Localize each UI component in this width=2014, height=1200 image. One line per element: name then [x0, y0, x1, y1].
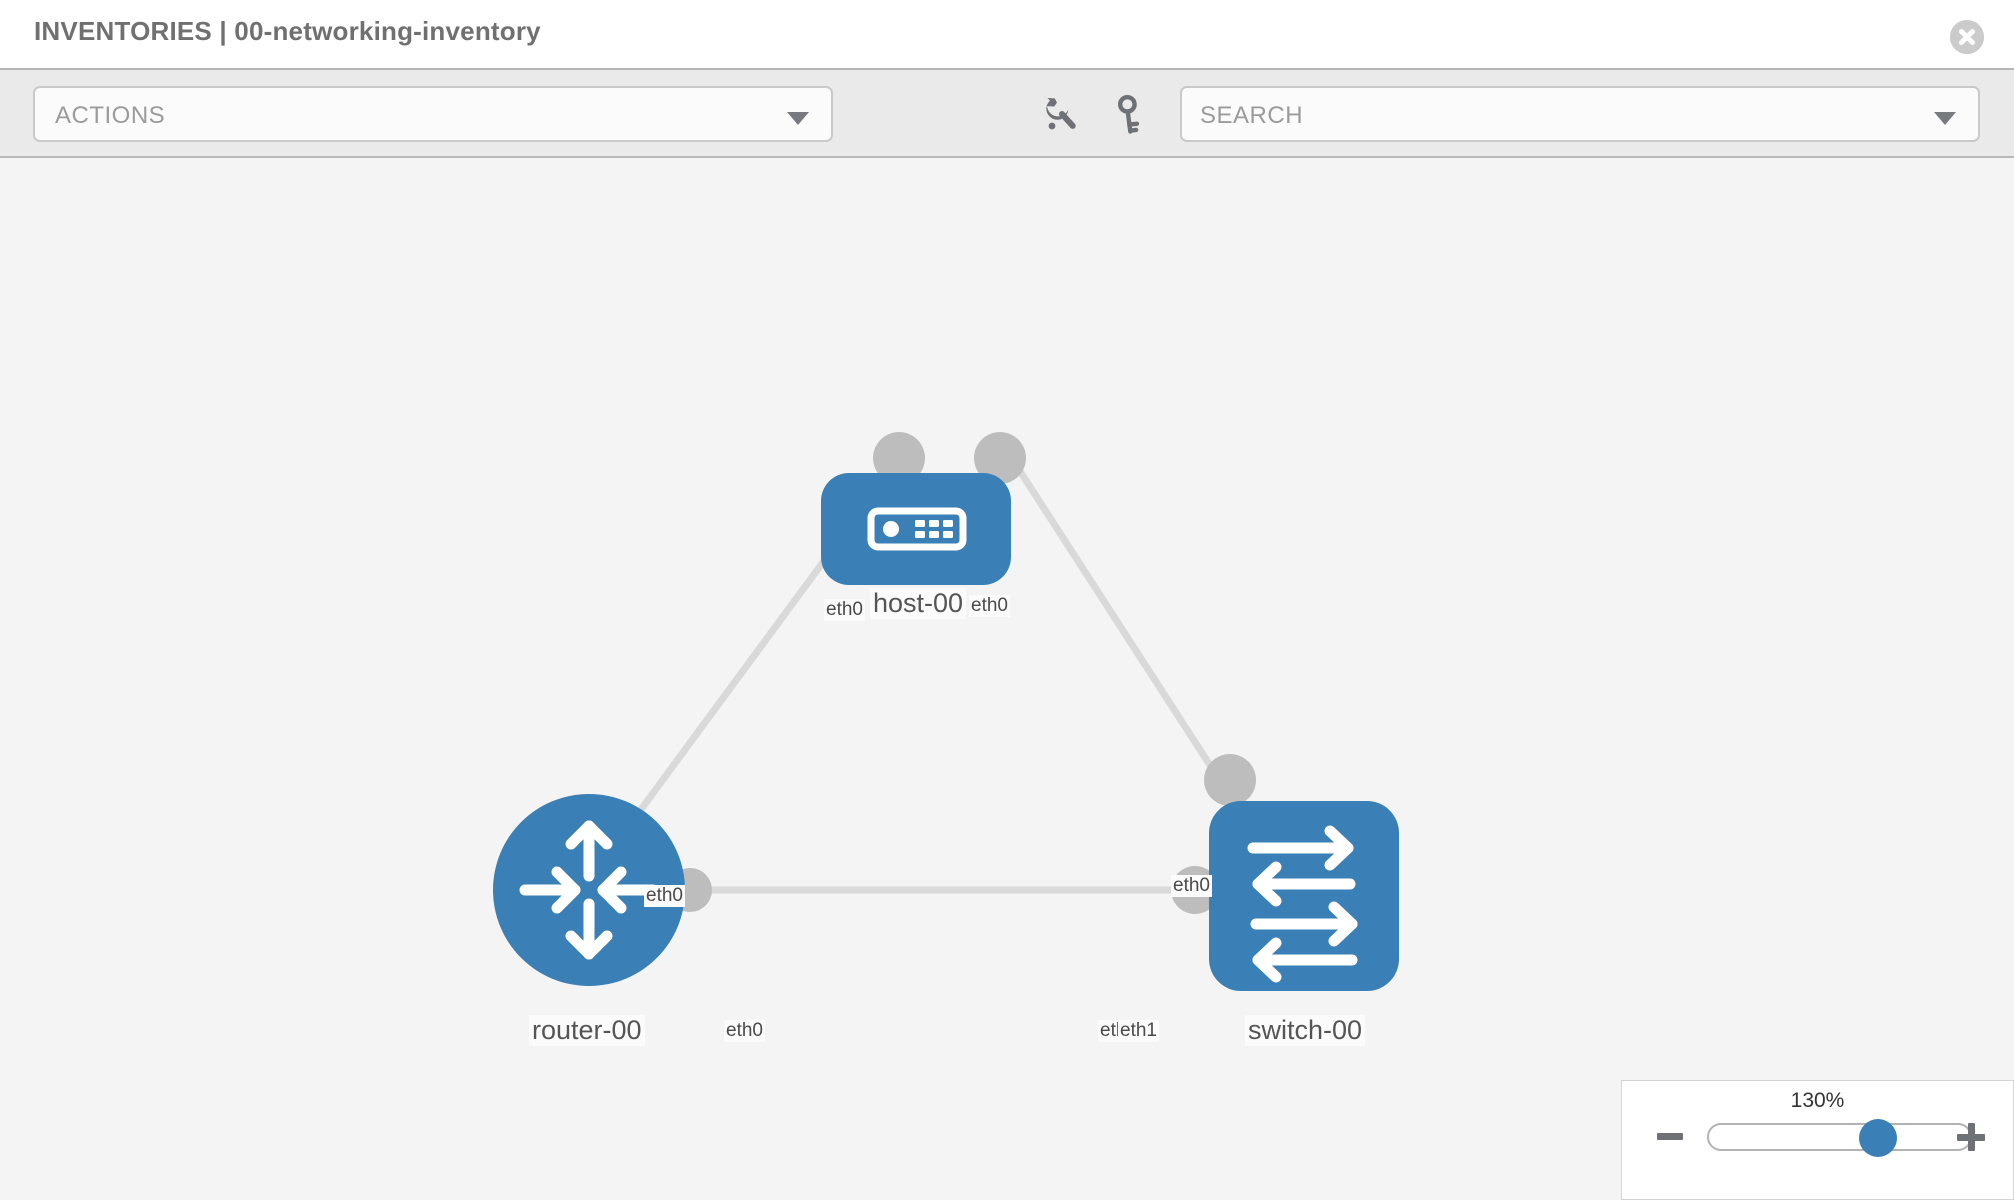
page-title: INVENTORIES | 00-networking-inventory: [34, 16, 541, 46]
wrench-icon[interactable]: [1040, 92, 1084, 136]
zoom-level-value: 130%: [1790, 1089, 1845, 1112]
page-header: INVENTORIES | 00-networking-inventory: [0, 0, 2014, 68]
port-host-right: [974, 432, 1026, 484]
topology-canvas[interactable]: eth0 eth0 eth0 eth0 eth0 eth0 eth1 host-…: [0, 158, 2014, 1200]
port-switch-top: [1204, 754, 1256, 806]
node-label-switch: switch-00: [1245, 1015, 1366, 1046]
key-icon[interactable]: [1108, 92, 1152, 136]
zoom-in-button[interactable]: [1957, 1123, 1985, 1151]
port-label: eth0: [724, 1020, 765, 1042]
port-host-left: [873, 432, 925, 484]
toolbar: ACTIONS SEARCH: [0, 68, 2014, 158]
search-input[interactable]: SEARCH: [1180, 86, 1980, 142]
port-label: eth0: [644, 885, 685, 907]
node-switch-00[interactable]: [1209, 801, 1399, 991]
port-label: eth0: [969, 595, 1010, 617]
link-host-switch: [1002, 446, 1218, 775]
close-icon[interactable]: [1950, 20, 1984, 54]
zoom-slider-thumb[interactable]: [1858, 1119, 1897, 1157]
topology-graph: [493, 432, 1399, 991]
node-label-host: host-00: [870, 588, 967, 619]
port-label: eth0: [824, 599, 865, 621]
zoom-out-button[interactable]: [1657, 1133, 1683, 1140]
port-label: eth1: [1118, 1020, 1159, 1042]
chevron-down-icon: [787, 112, 809, 125]
search-placeholder: SEARCH: [1200, 102, 1304, 129]
port-label: eth0: [1171, 875, 1212, 897]
zoom-control-panel: 130%: [1621, 1080, 2014, 1200]
node-label-router: router-00: [529, 1015, 645, 1046]
actions-dropdown[interactable]: ACTIONS: [33, 86, 833, 142]
node-host-00[interactable]: [821, 473, 1011, 585]
actions-dropdown-label: ACTIONS: [55, 102, 166, 129]
search-chevron-down-icon[interactable]: [1934, 112, 1956, 125]
zoom-slider-track[interactable]: [1707, 1119, 1972, 1157]
